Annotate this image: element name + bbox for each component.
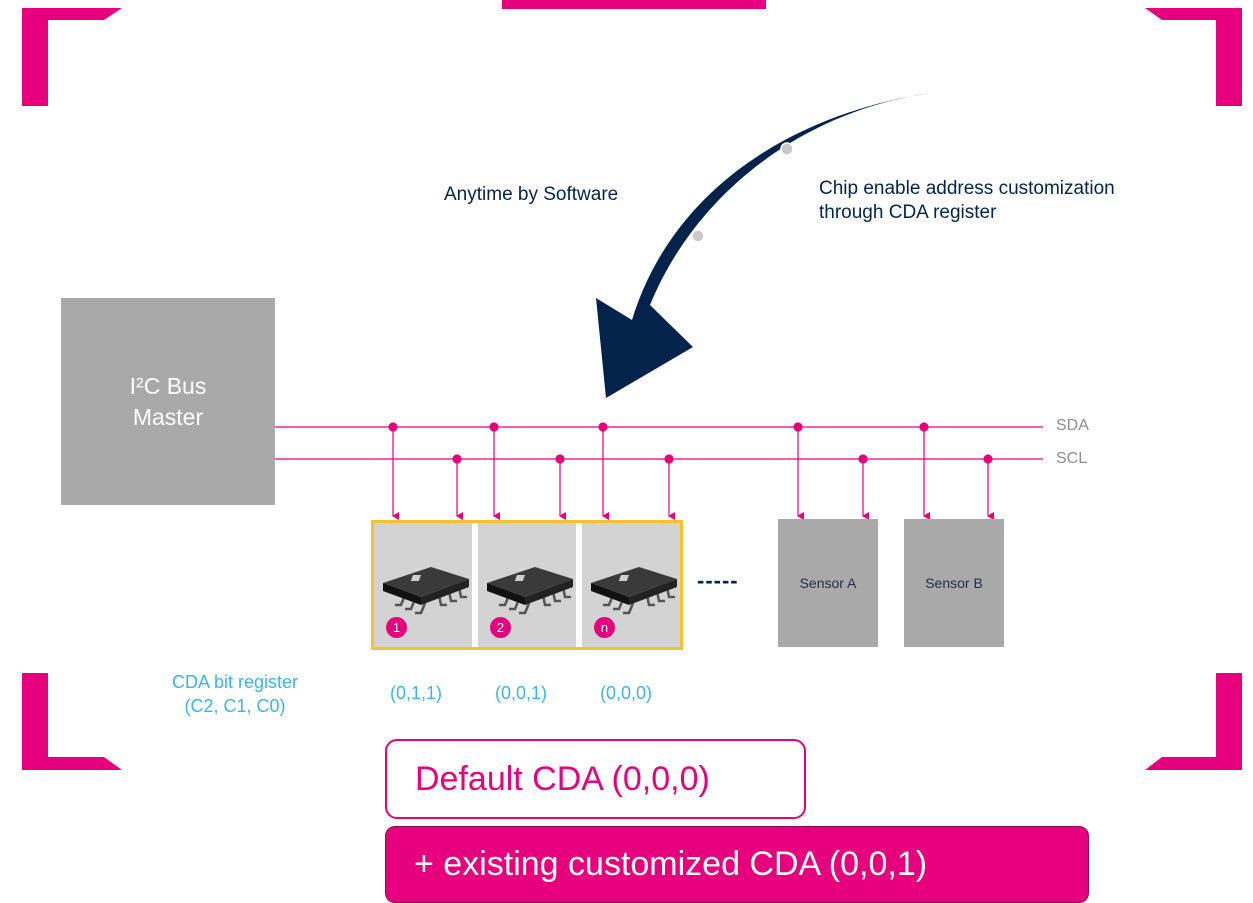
chip-icon [487,567,573,615]
sda-label: SDA [1056,417,1089,434]
existing-cda-box: + existing customized CDA (0,0,1) [385,826,1089,903]
more-devices-ellipsis: ----- [697,568,739,593]
corner-bottom-right [1145,673,1242,770]
default-cda-text: Default CDA (0,0,0) [415,759,710,798]
chip-enable-line1: Chip enable address customization [819,178,1115,199]
curved-arrow [596,93,930,398]
existing-cda-text: + existing customized CDA (0,0,1) [414,845,928,883]
cda-register-line1: CDA bit register [171,672,299,692]
chip-number-badge: n [594,617,615,638]
cda-value-chip-n: (0,0,0) [600,683,653,703]
default-cda-box: Default CDA (0,0,0) [385,739,806,819]
sensor-a: Sensor A [778,519,878,647]
chip-enable-annotation: Chip enable address customization throug… [819,177,1115,225]
corner-top-left [22,8,122,106]
bus-taps [388,422,994,520]
arrow-dot [780,142,794,156]
i2c-bus-master: I²C Bus Master [61,298,275,505]
cda-value-chip-2: (0,0,1) [495,683,548,703]
master-label-line1: I²C Bus [129,372,207,399]
sensor-a-label: Sensor A [799,575,857,591]
eeprom-chip-2: 2 [478,523,576,647]
software-annotation: Anytime by Software [444,184,619,205]
cda-register-line2: (C2, C1, C0) [184,696,286,716]
eeprom-chip-1: 1 [374,523,472,647]
chip-icon [591,567,677,615]
master-label-line2: Master [132,403,204,430]
arrow-dot [691,229,705,243]
corner-bottom-left [22,673,122,770]
scl-label: SCL [1056,450,1088,467]
corner-top-right [1145,8,1242,106]
chip-number-badge: 1 [386,617,407,638]
chip-number-badge: 2 [490,617,511,638]
sensor-b-label: Sensor B [925,575,983,591]
eeprom-chip-n: n [582,523,680,647]
cda-value-chip-1: (0,1,1) [390,683,443,703]
eeprom-chip-group: 1 2 n [371,520,683,650]
sensor-b: Sensor B [904,519,1004,647]
top-tab [502,0,766,9]
cda-register-label: CDA bit register (C2, C1, C0) [100,670,370,718]
chip-icon [383,567,469,615]
chip-enable-line2: through CDA register [819,202,997,223]
